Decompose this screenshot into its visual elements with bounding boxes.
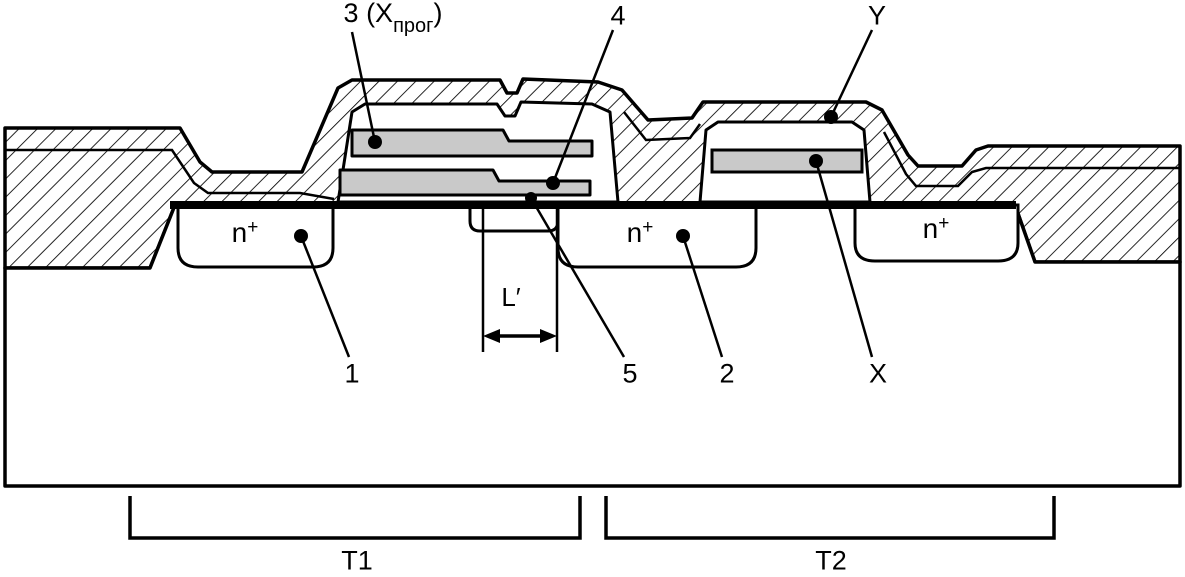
label-gate-x: X xyxy=(868,358,888,389)
label-n-plus-middle: n+ xyxy=(626,217,654,248)
label-channel-length: L′ xyxy=(501,282,521,312)
bracket-t1 xyxy=(128,496,582,540)
leader-line-1 xyxy=(299,235,351,358)
label-transistor-t2: T2 xyxy=(815,545,847,576)
bracket-t2 xyxy=(604,496,1056,540)
layer-boundary-left xyxy=(5,148,335,201)
layer-boundary-middle xyxy=(623,111,702,142)
leader-dot-Y xyxy=(824,110,838,124)
silicon-substrate xyxy=(3,203,1182,488)
n-plus-region-right xyxy=(853,203,1020,263)
label-n-plus-right: n+ xyxy=(922,213,950,244)
layer-boundary-right xyxy=(882,131,1180,188)
leader-line-X xyxy=(814,160,874,358)
leader-dot-X xyxy=(809,154,823,168)
leader-dot-3 xyxy=(368,135,382,149)
leader-dot-5 xyxy=(525,192,537,204)
leader-line-3 xyxy=(350,31,377,143)
n-plus-region-middle xyxy=(556,203,758,269)
label-layer-y: Y xyxy=(867,0,887,31)
floating-gate xyxy=(338,168,592,197)
leader-line-Y xyxy=(829,29,874,118)
leader-line-5 xyxy=(529,197,626,358)
control-gate xyxy=(350,128,594,158)
leader-line-2 xyxy=(681,235,724,358)
label-region-1: 1 xyxy=(344,358,360,389)
leader-dot-2 xyxy=(676,229,690,243)
leader-dot-4 xyxy=(546,176,560,190)
label-transistor-t1: T1 xyxy=(341,545,373,576)
leader-line-4 xyxy=(551,29,615,184)
label-oxide-5: 5 xyxy=(622,358,638,389)
label-region-2: 2 xyxy=(719,358,735,389)
leader-dot-1 xyxy=(294,229,308,243)
dimension-arrowhead-right xyxy=(540,329,557,343)
label-floating-gate-4: 4 xyxy=(610,0,626,31)
dimension-arrowhead-left xyxy=(483,329,500,343)
label-control-gate-3: 3 (Xпрог) xyxy=(343,0,443,37)
select-gate xyxy=(710,148,864,174)
label-n-plus-left: n+ xyxy=(231,217,259,248)
